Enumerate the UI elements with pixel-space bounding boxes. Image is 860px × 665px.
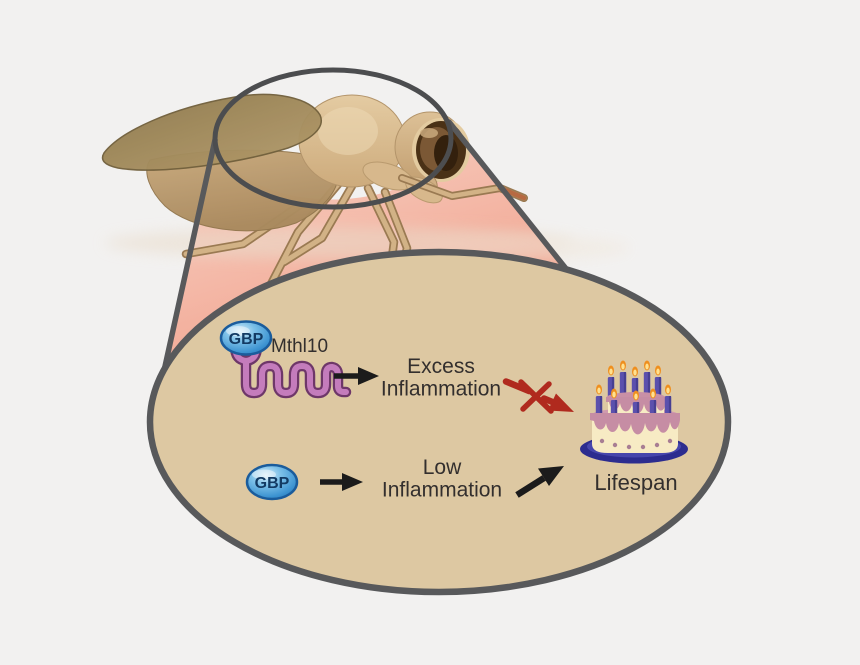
arrow-receptor-to-excess <box>334 367 379 385</box>
cake-dots <box>599 438 673 450</box>
arrow-gbp-to-low <box>320 473 363 491</box>
magnifier-cone-edges <box>159 119 578 383</box>
low-inflammation-line1: Low <box>423 456 462 479</box>
fly-wing <box>101 93 322 171</box>
gbp-ligand-bottom: GBP <box>245 463 299 501</box>
gbp-bottom-label: GBP <box>255 475 290 492</box>
mthl10-label: Mthl10 <box>271 336 328 357</box>
excess-inflammation-line2: Inflammation <box>381 378 501 401</box>
lifespan-label: Lifespan <box>594 470 677 495</box>
magnified-view-ellipse <box>146 248 732 596</box>
magnifier-circle <box>212 67 454 210</box>
arrow-low-to-lifespan <box>515 466 564 498</box>
gbp-top-label: GBP <box>229 331 264 348</box>
fruit-fly-icon <box>101 93 528 294</box>
excess-inflammation-line1: Excess <box>407 355 475 378</box>
gbp-ligand-top: GBP <box>219 320 273 356</box>
red-x-blocked-arrow-icon <box>502 378 574 414</box>
birthday-cake-icon <box>580 360 688 464</box>
low-inflammation-line2: Inflammation <box>382 479 502 502</box>
